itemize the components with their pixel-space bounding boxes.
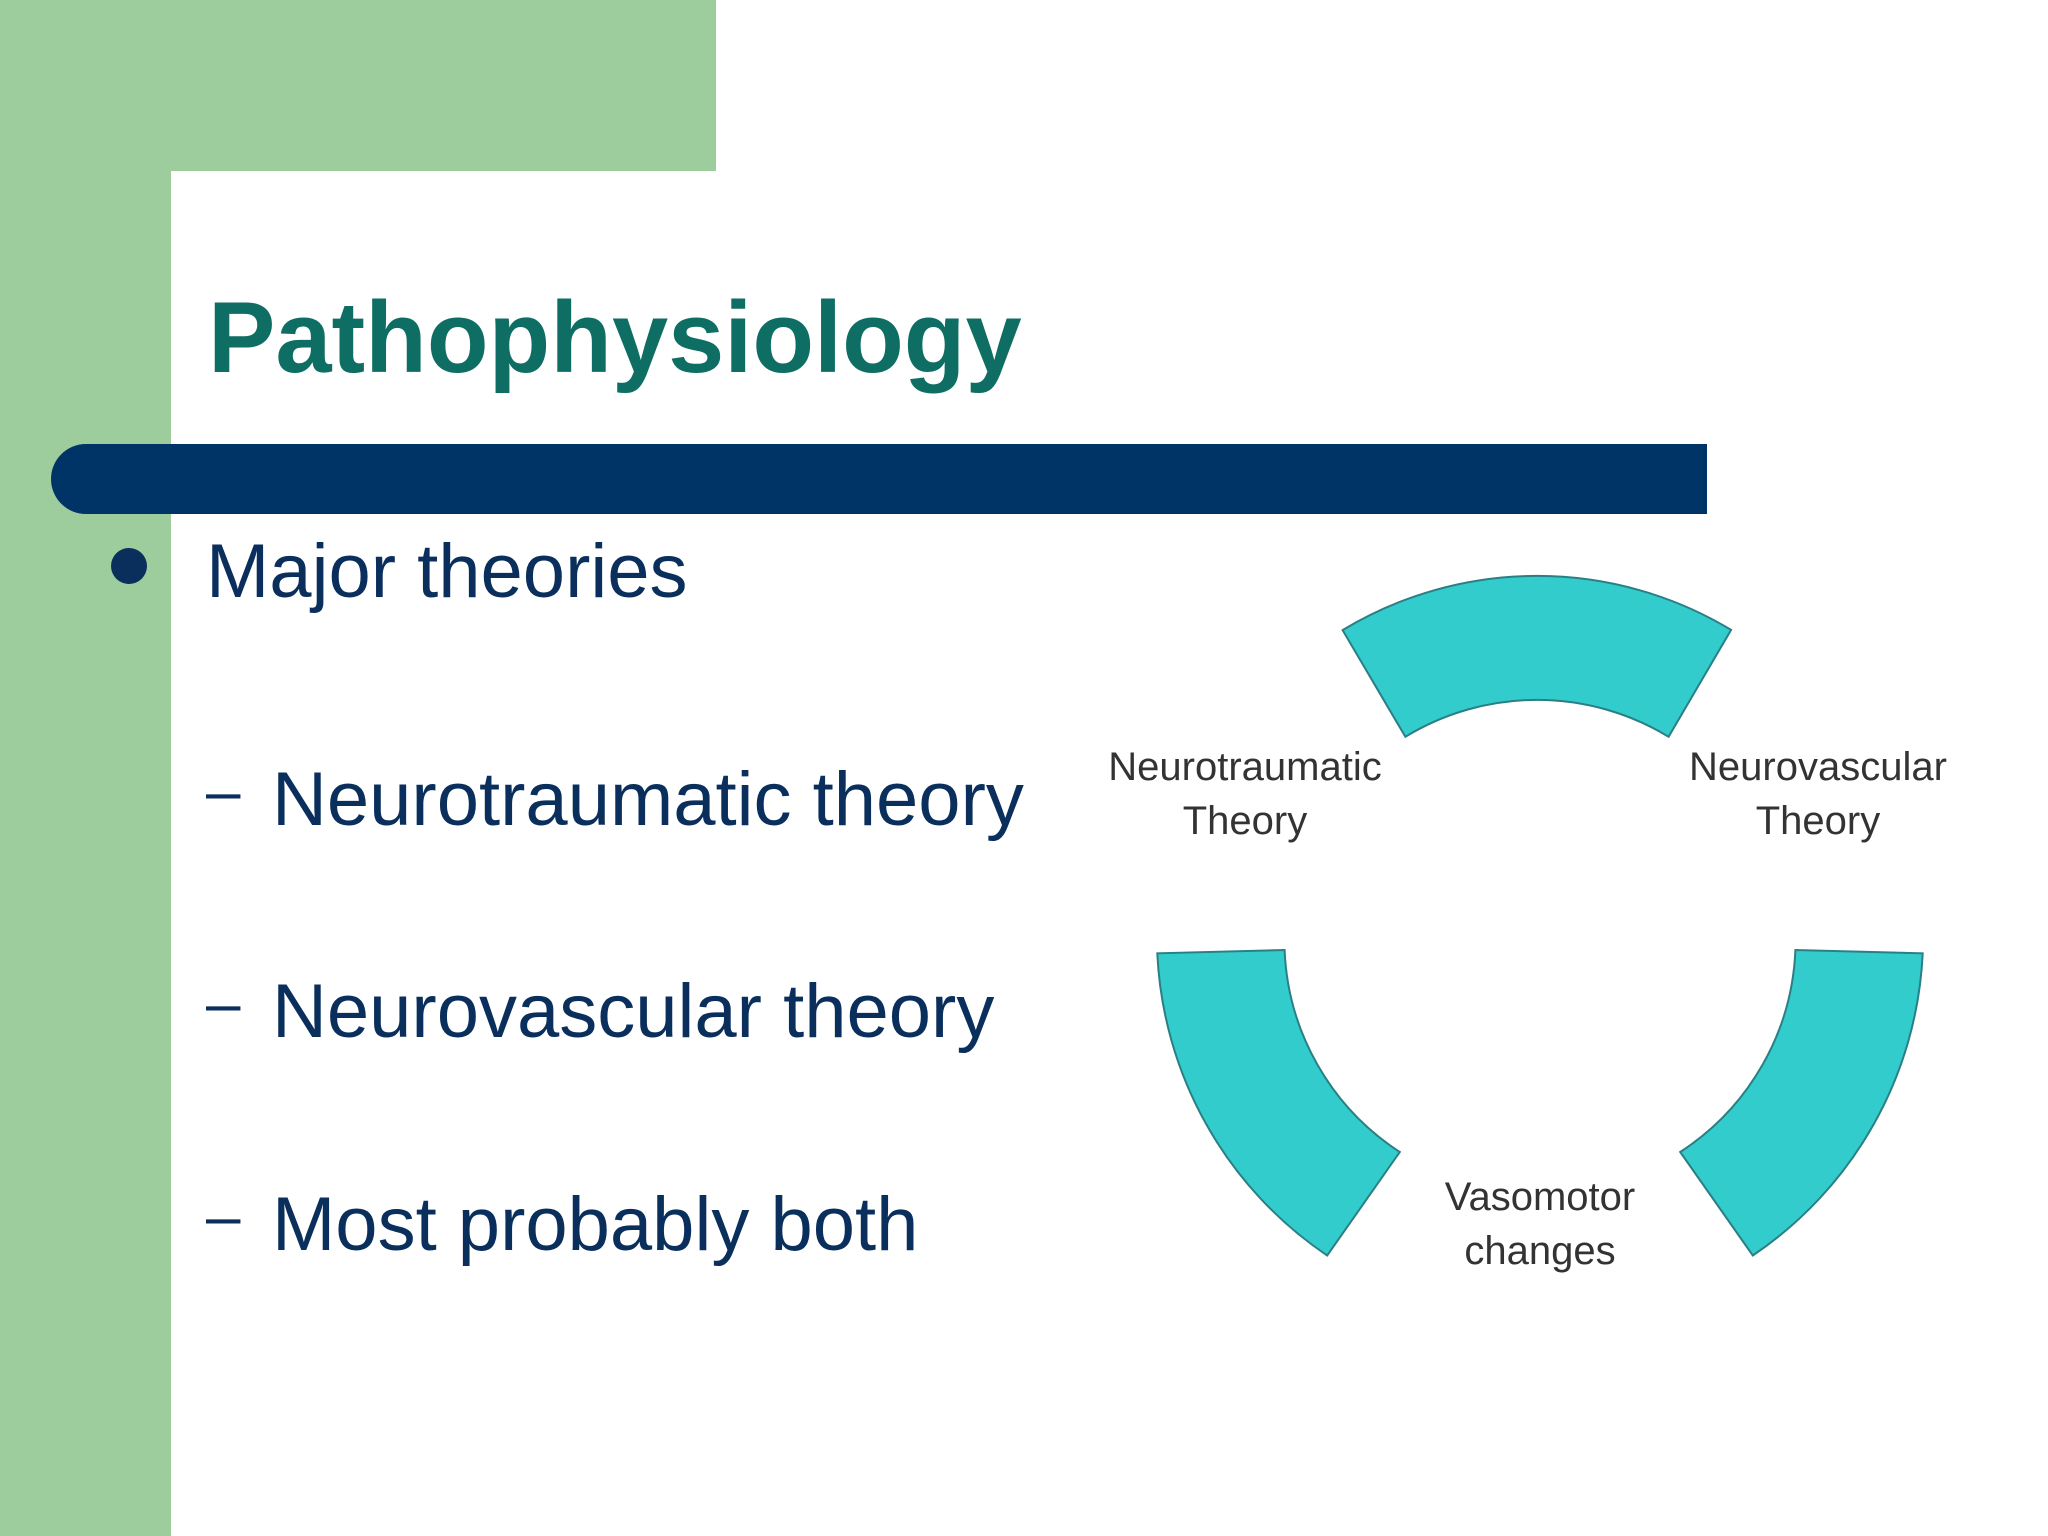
diagram-label-line: Vasomotor xyxy=(1444,1175,1636,1219)
sub-bullet-most-probably-both: Most probably both xyxy=(272,1182,919,1267)
sub-bullet-neurovascular: Neurovascular theory xyxy=(272,969,995,1054)
diagram-label-line: Theory xyxy=(1755,799,1881,843)
content-panel xyxy=(171,171,2048,1536)
arc-segment-left xyxy=(1156,948,1402,1257)
green-accent-left xyxy=(0,0,171,1536)
diagram-label-vasomotor: Vasomotor changes xyxy=(1410,1170,1670,1278)
arc-segment-right xyxy=(1678,948,1924,1257)
diagram-label-neurotraumatic: Neurotraumatic Theory xyxy=(1100,740,1390,848)
bullet-major-theories: Major theories xyxy=(206,529,688,614)
diagram-label-line: Neurotraumatic xyxy=(1108,745,1382,789)
title-divider-bar xyxy=(51,444,1707,514)
sub-bullet-dash: – xyxy=(206,1182,241,1251)
diagram-label-line: changes xyxy=(1464,1229,1616,1273)
diagram-label-line: Theory xyxy=(1182,799,1308,843)
cycle-diagram: Neurotraumatic Theory Neurovascular Theo… xyxy=(1080,540,2000,1320)
cycle-diagram-arcs xyxy=(1156,574,1924,1257)
green-accent-top xyxy=(0,0,716,171)
diagram-label-neurovascular: Neurovascular Theory xyxy=(1668,740,1968,848)
sub-bullet-dash: – xyxy=(206,757,241,826)
bullet-dot-icon xyxy=(111,548,147,584)
slide-title: Pathophysiology xyxy=(208,282,1022,394)
sub-bullet-dash: – xyxy=(206,969,241,1038)
arc-segment-top xyxy=(1341,574,1733,739)
sub-bullet-neurotraumatic: Neurotraumatic theory xyxy=(272,757,1024,842)
diagram-label-line: Neurovascular xyxy=(1689,745,1947,789)
